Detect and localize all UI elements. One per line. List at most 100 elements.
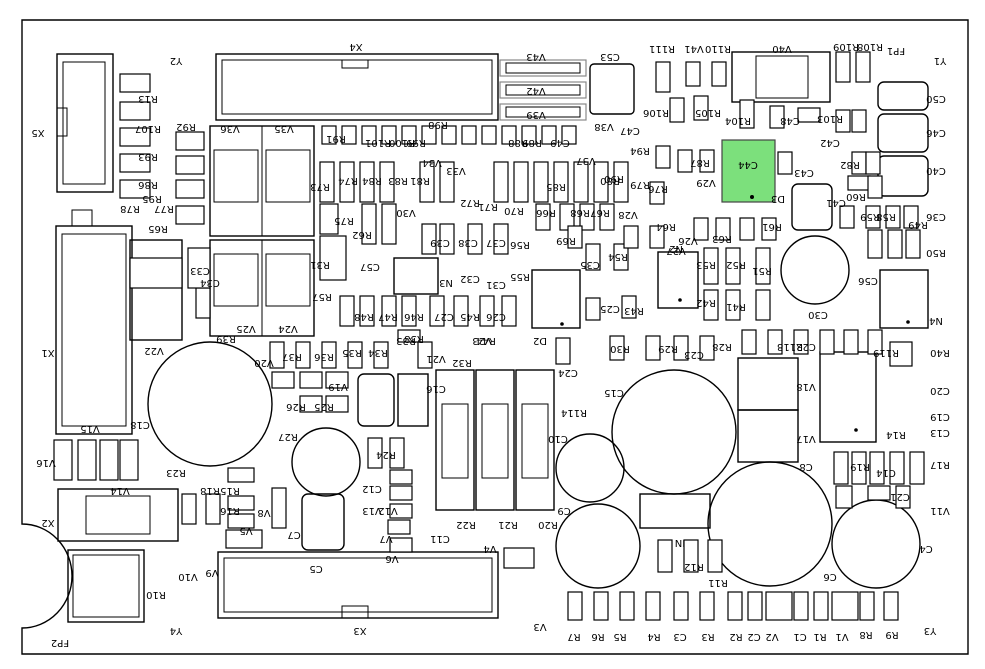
component-pad[interactable] (421, 125, 437, 145)
component-pad[interactable] (373, 341, 389, 369)
component-pad[interactable] (883, 591, 899, 621)
component-pad[interactable] (227, 467, 255, 483)
component-pad[interactable] (119, 73, 151, 93)
component-pad[interactable] (205, 493, 221, 525)
component-pad[interactable] (175, 179, 205, 199)
component-pad[interactable] (389, 537, 413, 553)
component-pad[interactable] (401, 295, 417, 327)
component-pad[interactable] (655, 145, 671, 169)
component-pad[interactable] (889, 451, 905, 485)
component-pad[interactable] (657, 539, 673, 573)
component-pad[interactable] (319, 235, 347, 281)
component-v19[interactable] (397, 373, 429, 427)
component-pad[interactable] (645, 335, 661, 361)
capacitor-c15[interactable] (611, 369, 737, 495)
component-pad[interactable] (271, 487, 287, 529)
component-pad[interactable] (613, 161, 629, 203)
component-pad[interactable] (359, 295, 375, 327)
component-v17[interactable] (737, 409, 799, 463)
component-pad[interactable] (673, 335, 689, 361)
component-pad[interactable] (579, 203, 595, 231)
component-pad[interactable] (613, 243, 629, 271)
component-pad[interactable] (339, 295, 355, 327)
component-pad[interactable] (441, 125, 457, 145)
component-pad[interactable] (715, 217, 731, 241)
power-transistor-block[interactable] (209, 125, 315, 337)
component-pad[interactable] (703, 289, 719, 321)
component-pad[interactable] (693, 95, 709, 121)
component-pad[interactable] (493, 223, 509, 255)
component-pad[interactable] (99, 439, 119, 481)
component-pad[interactable] (593, 161, 609, 203)
component-pad[interactable] (813, 591, 829, 621)
component-pad[interactable] (585, 297, 601, 321)
component-pad[interactable] (903, 205, 919, 229)
capacitor-c9[interactable] (555, 503, 641, 589)
component-pad[interactable] (367, 437, 383, 469)
component-c43[interactable] (791, 183, 833, 231)
chip-n2[interactable] (657, 251, 699, 309)
component-pad[interactable] (119, 101, 151, 121)
component-pad[interactable] (381, 295, 397, 327)
component-pad[interactable] (429, 295, 445, 327)
capacitor-c8[interactable] (707, 461, 833, 587)
component-pad[interactable] (585, 243, 601, 271)
component-pad[interactable] (175, 205, 205, 225)
component-pad[interactable] (533, 161, 549, 203)
connector-x1[interactable] (55, 209, 133, 435)
component-pad[interactable] (319, 161, 335, 203)
fiducial-pad-fp2[interactable] (67, 549, 145, 623)
component-pad[interactable] (467, 223, 483, 255)
component-pad[interactable] (673, 591, 689, 621)
input-block[interactable] (639, 493, 711, 529)
component-pad[interactable] (299, 395, 323, 413)
chip-n3[interactable] (393, 257, 439, 295)
component-pad[interactable] (593, 591, 609, 621)
component-pad[interactable] (867, 175, 883, 199)
component-pad[interactable] (129, 257, 183, 289)
capacitor-c7[interactable] (291, 427, 361, 497)
component-pad[interactable] (379, 161, 395, 203)
component-v18[interactable] (737, 357, 799, 411)
component-pad[interactable] (553, 161, 569, 203)
component-pad[interactable] (535, 203, 551, 231)
component-pad[interactable] (831, 591, 859, 621)
component-pad[interactable] (725, 247, 741, 285)
component-pad[interactable] (867, 329, 883, 355)
component-v33[interactable] (357, 373, 395, 427)
component-pad[interactable] (269, 341, 285, 369)
connector-x5[interactable] (56, 53, 114, 193)
component-pad[interactable] (271, 371, 295, 389)
component-pad[interactable] (503, 547, 535, 569)
component-pad[interactable] (439, 223, 455, 255)
component-pad[interactable] (869, 451, 885, 485)
component-pad[interactable] (645, 591, 661, 621)
capacitor-c30[interactable] (780, 235, 850, 305)
capacitor-c4[interactable] (831, 499, 921, 589)
component-pad[interactable] (619, 591, 635, 621)
component-pad[interactable] (119, 153, 151, 173)
component-pad[interactable] (493, 161, 509, 203)
component-pad[interactable] (225, 529, 263, 549)
component-pad[interactable] (481, 125, 497, 145)
component-pad[interactable] (755, 289, 771, 321)
component-pad[interactable] (885, 205, 901, 229)
component-pad[interactable] (339, 161, 355, 203)
component-pad[interactable] (453, 295, 469, 327)
component-pad[interactable] (389, 503, 413, 519)
component-pad[interactable] (693, 217, 709, 241)
connector-x4[interactable] (215, 53, 499, 121)
component-pad[interactable] (175, 155, 205, 175)
component-pad[interactable] (649, 225, 665, 249)
component-pad[interactable] (341, 125, 357, 145)
component-pad[interactable] (739, 217, 755, 241)
component-pad[interactable] (833, 451, 849, 485)
component-pad[interactable] (887, 229, 903, 259)
component-pad[interactable] (699, 149, 715, 173)
component-pad[interactable] (381, 203, 397, 245)
component-pad[interactable] (389, 437, 405, 469)
component-pad[interactable] (623, 225, 639, 249)
component-pad[interactable] (859, 591, 875, 621)
component-pad[interactable] (711, 61, 727, 87)
component-pad[interactable] (649, 181, 665, 205)
